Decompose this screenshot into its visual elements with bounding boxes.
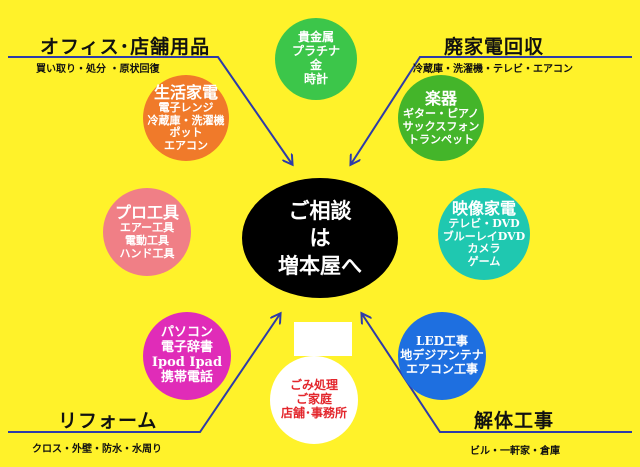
arrow-top-left <box>8 56 292 164</box>
circle-pro-tools: プロ工具 エアー工具 電動工具 ハンド工具 <box>103 188 191 276</box>
white-highlight-block <box>294 322 352 356</box>
center-consult-badge: ご相談 は 増本屋へ <box>242 178 398 298</box>
circle-title: 生活家電 <box>153 82 218 102</box>
circle-av-appliances: 映像家電 テレビ・DVD ブルーレイDVD カメラ ゲーム <box>438 188 530 280</box>
circle-line: パソコン <box>160 325 213 341</box>
circle-instruments: 楽器 ギター・ピアノ サックスフォン トランペット <box>398 75 484 161</box>
circle-title: 映像家電 <box>451 198 516 218</box>
corner-subtitle-demolition: ビル・一軒家・倉庫 <box>470 446 560 457</box>
circle-line: 冷蔵庫・洗濯機 <box>147 113 225 127</box>
center-line: は <box>309 225 331 251</box>
circle-line: 店舗･事務所 <box>280 405 347 420</box>
corner-subtitle-office: 買い取り・処分 ・原状回復 <box>36 64 160 75</box>
circle-line: ギター・ピアノ <box>402 107 479 121</box>
circle-electrical-work: LED工事 地デジアンテナ エアコン工事 <box>398 312 486 400</box>
circle-line: エアコン <box>164 138 208 152</box>
circle-line: テレビ・DVD <box>448 216 520 230</box>
circle-title: 楽器 <box>424 88 457 108</box>
circle-line: 地デジアンテナ <box>400 348 484 363</box>
circle-line: サックスフォン <box>402 119 480 133</box>
circle-line: ゲーム <box>467 254 501 268</box>
center-line: ご相談 <box>288 198 352 224</box>
circle-line: 貴金属 <box>297 30 334 45</box>
circle-waste-disposal: ごみ処理 ご家庭 店舗･事務所 <box>270 356 358 444</box>
circle-line: エアコン工事 <box>405 361 478 376</box>
circle-line: 電動工具 <box>125 233 169 247</box>
circle-line: エアー工具 <box>119 221 175 235</box>
circle-line: カメラ <box>467 242 501 256</box>
circle-line: 携帯電話 <box>160 369 213 385</box>
circle-line: ご家庭 <box>295 392 332 407</box>
circle-line: トランペット <box>408 132 474 146</box>
circle-line: 電子辞書 <box>160 340 213 356</box>
circle-line: 電子レンジ <box>158 100 214 114</box>
circle-line: ポット <box>169 126 203 140</box>
circle-line: ごみ処理 <box>289 378 338 393</box>
circle-line: ブルーレイDVD <box>442 229 526 243</box>
corner-title-demolition: 解体工事 <box>474 410 555 432</box>
circle-home-appliances: 生活家電 電子レンジ 冷蔵庫・洗濯機 ポット エアコン <box>143 75 229 161</box>
arrow-bottom-right <box>362 314 632 433</box>
corner-subtitle-reform: クロス・外壁・防水・水周り <box>32 444 162 455</box>
corner-title-office: オフィス･店舗用品 <box>40 36 211 58</box>
center-line: 増本屋へ <box>278 252 362 278</box>
circle-line: Ipod Ipad <box>151 355 223 370</box>
corner-subtitle-appliance-recycle: 冷蔵庫・洗濯機・テレビ・エアコン <box>413 64 573 75</box>
corner-title-appliance-recycle: 廃家電回収 <box>444 36 545 58</box>
arrow-top-right <box>351 56 632 164</box>
corner-title-reform: リフォーム <box>58 410 158 432</box>
circle-line: 金 <box>309 58 322 72</box>
circle-line: 時計 <box>303 71 328 86</box>
arrow-bottom-left <box>8 314 280 433</box>
circle-line: ハンド工具 <box>119 246 175 260</box>
circle-line: プラチナ <box>291 44 340 59</box>
circle-precious-metals: 貴金属 プラチナ 金 時計 <box>275 18 357 100</box>
circle-title: プロ工具 <box>114 202 179 222</box>
circle-line: LED工事 <box>416 334 468 349</box>
circle-pc: パソコン 電子辞書 Ipod Ipad 携帯電話 <box>143 312 231 400</box>
